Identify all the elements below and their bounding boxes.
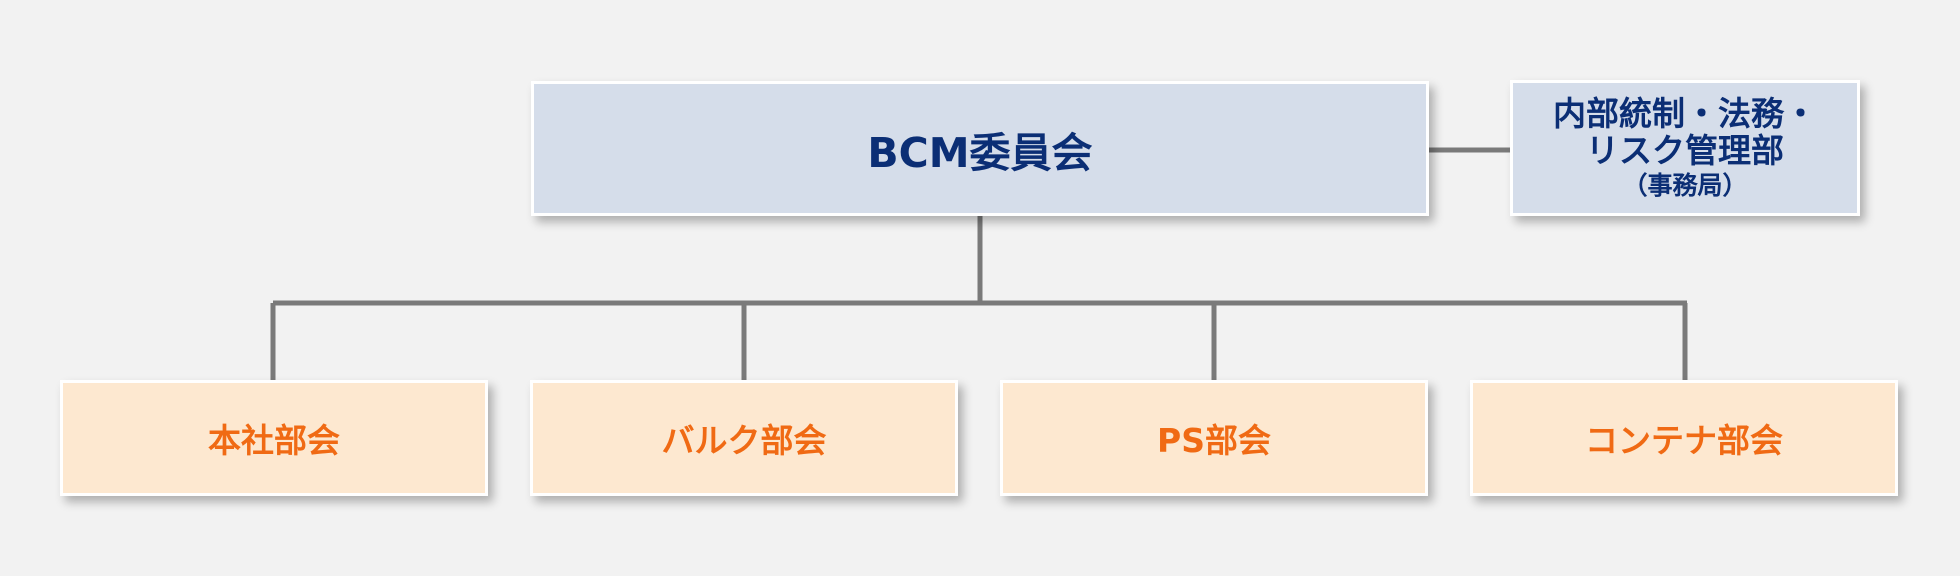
department-label: PS部会 <box>1157 421 1271 460</box>
secretariat-label-line1: 内部統制・法務・ <box>1553 94 1817 134</box>
department-label: 本社部会 <box>208 421 340 460</box>
bcm-committee-box: BCM委員会 <box>531 81 1429 216</box>
department-label: コンテナ部会 <box>1585 421 1783 460</box>
secretariat-sub-label: （事務局） <box>1622 170 1748 200</box>
department-box-ps: PS部会 <box>1000 380 1428 496</box>
department-box-container: コンテナ部会 <box>1470 380 1898 496</box>
department-box-honsha: 本社部会 <box>60 380 488 496</box>
department-box-bulk: バルク部会 <box>530 380 958 496</box>
department-label: バルク部会 <box>661 421 827 460</box>
secretariat-label-line2: リスク管理部 <box>1586 131 1784 170</box>
secretariat-box: 内部統制・法務・ リスク管理部 （事務局） <box>1510 80 1860 216</box>
bcm-committee-label: BCM委員会 <box>867 128 1093 177</box>
